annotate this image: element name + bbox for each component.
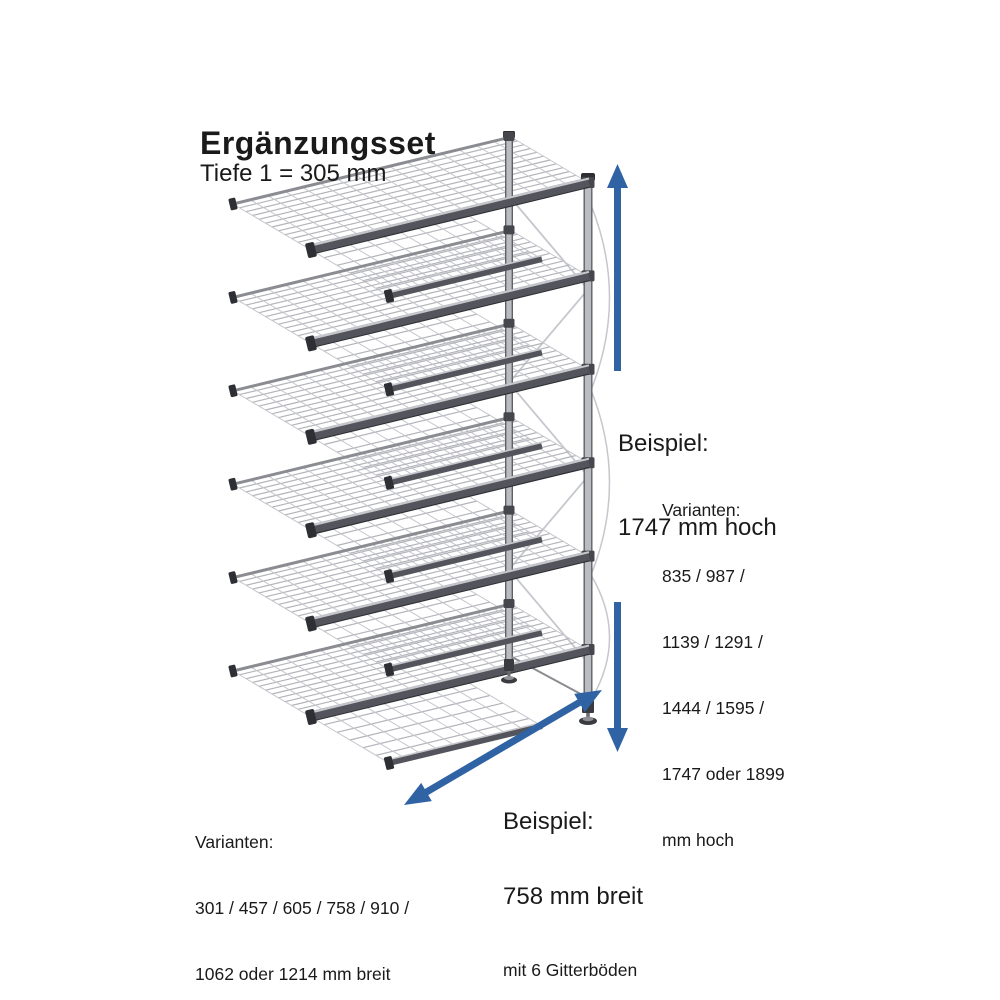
shelf-beam [305,457,590,584]
wire-shelf [228,135,590,297]
wire-shelf [228,602,590,764]
shelf-beam [305,177,590,303]
height-example-value: 1747 mm hoch [618,514,777,541]
page-title: Ergänzungsset [200,125,436,161]
height-variants-block: Varianten: 835 / 987 / 1139 / 1291 / 144… [662,455,785,895]
height-variant-line: mm hoch [662,830,734,850]
width-example-note: mit 6 Gitterböden [503,960,638,980]
wire-shelf [228,509,590,671]
shelf-beam [305,644,590,770]
wire-shelf [228,228,590,390]
width-example-label: Beispiel: [503,808,594,835]
width-variants-label: Varianten: [195,832,274,852]
height-variants-label: Varianten: [662,500,741,520]
height-variant-line: 1747 oder 1899 [662,764,785,784]
width-dimension-arrow [404,690,602,805]
height-variant-line: 1444 / 1595 / [662,698,765,718]
width-example-value: 758 mm breit [503,883,644,910]
shelf-beam [305,364,590,490]
height-example-label: Beispiel: [618,430,709,457]
width-example-block: Beispiel: 758 mm breit mit 6 Gitterböden [503,759,643,1000]
shelf-beam [305,270,590,397]
width-variant-line: 301 / 457 / 605 / 758 / 910 / [195,898,410,918]
shelf-beam [305,551,590,677]
depth-note: Tiefe 1 = 305 mm [200,160,387,187]
height-variant-line: 835 / 987 / [662,566,745,586]
wire-shelf [228,322,590,484]
width-variants-block: Varianten: 301 / 457 / 605 / 758 / 910 /… [195,787,409,1000]
width-variant-line: 1062 oder 1214 mm breit [195,964,391,984]
height-example-block: Beispiel: 1747 mm hoch [613,371,783,602]
height-variant-line: 1139 / 1291 / [662,632,763,652]
frame-braces [508,195,611,701]
wire-shelf [228,415,590,577]
